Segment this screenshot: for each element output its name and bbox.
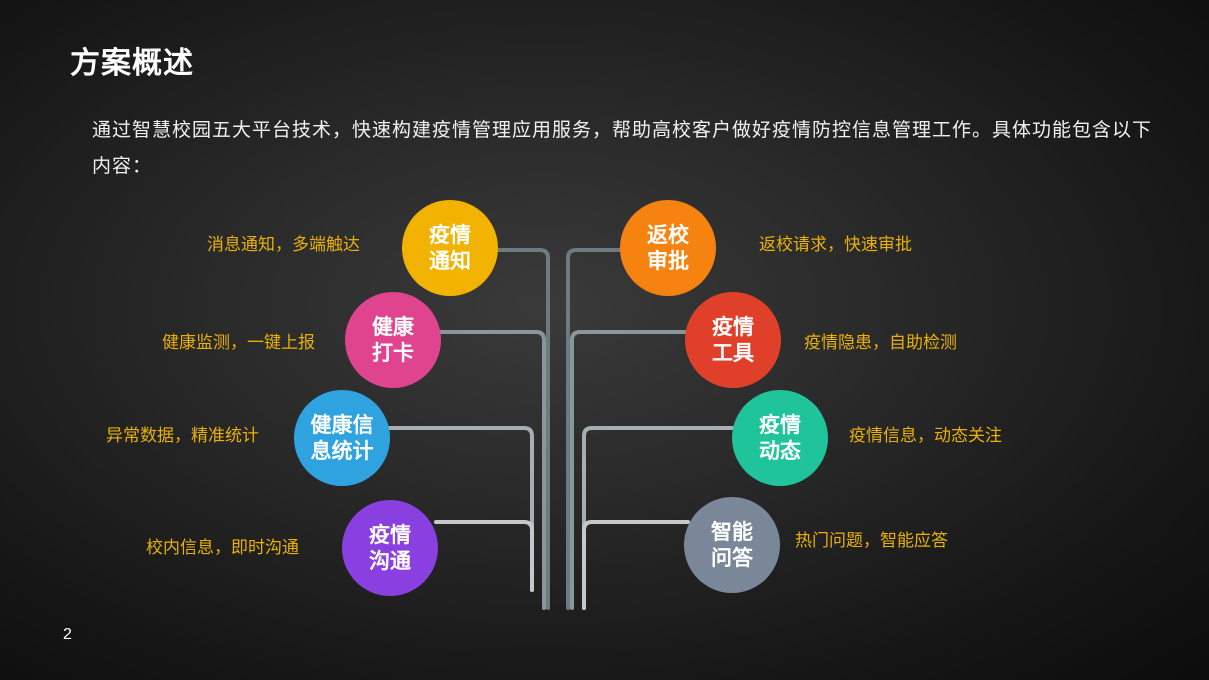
page-number: 2	[63, 626, 72, 643]
feature-label-line2: 工具	[712, 341, 754, 365]
feature-label-line1: 疫情	[429, 223, 471, 247]
feature-label-line2: 审批	[647, 249, 689, 273]
feature-label-line1: 疫情	[759, 413, 801, 437]
page-title: 方案概述	[70, 46, 194, 81]
feature-desc-epidemic-dynamics: 疫情信息，动态关注	[849, 426, 1002, 446]
intro-paragraph: 通过智慧校园五大平台技术，快速构建疫情管理应用服务，帮助高校客户做好疫情防控信息…	[92, 119, 1153, 177]
feature-label-line1: 健康信	[310, 413, 374, 437]
feature-label-line1: 返校	[647, 223, 689, 247]
feature-epidemic-dynamics[interactable]: 疫情动态	[732, 390, 828, 486]
feature-label-line2: 沟通	[369, 549, 411, 573]
feature-label-line2: 问答	[711, 546, 753, 570]
feature-health-checkin[interactable]: 健康打卡	[345, 292, 441, 388]
feature-health-statistics[interactable]: 健康信息统计	[294, 390, 390, 486]
feature-label-line2: 打卡	[372, 341, 414, 365]
feature-desc-smart-qa: 热门问题，智能应答	[795, 531, 948, 551]
feature-smart-qa[interactable]: 智能问答	[684, 497, 780, 593]
feature-label-line1: 健康	[372, 315, 414, 339]
feature-label-line1: 智能	[711, 520, 753, 544]
feature-label-line2: 通知	[429, 249, 471, 273]
feature-desc-return-approval: 返校请求，快速审批	[759, 235, 912, 255]
feature-label-line1: 疫情	[369, 523, 411, 547]
feature-label-line2: 息统计	[310, 439, 374, 463]
feature-desc-epidemic-notice: 消息通知，多端触达	[207, 235, 360, 255]
feature-desc-epidemic-tools: 疫情隐患，自助检测	[804, 333, 957, 353]
feature-epidemic-tools[interactable]: 疫情工具	[685, 292, 781, 388]
feature-desc-health-checkin: 健康监测，一键上报	[162, 333, 315, 353]
feature-desc-health-statistics: 异常数据，精准统计	[106, 426, 259, 446]
feature-epidemic-communication[interactable]: 疫情沟通	[342, 500, 438, 596]
feature-label-line2: 动态	[759, 439, 801, 463]
feature-label-line1: 疫情	[712, 315, 754, 339]
feature-desc-epidemic-communication: 校内信息，即时沟通	[146, 538, 299, 558]
feature-return-approval[interactable]: 返校审批	[620, 200, 716, 296]
feature-epidemic-notice[interactable]: 疫情通知	[402, 200, 498, 296]
